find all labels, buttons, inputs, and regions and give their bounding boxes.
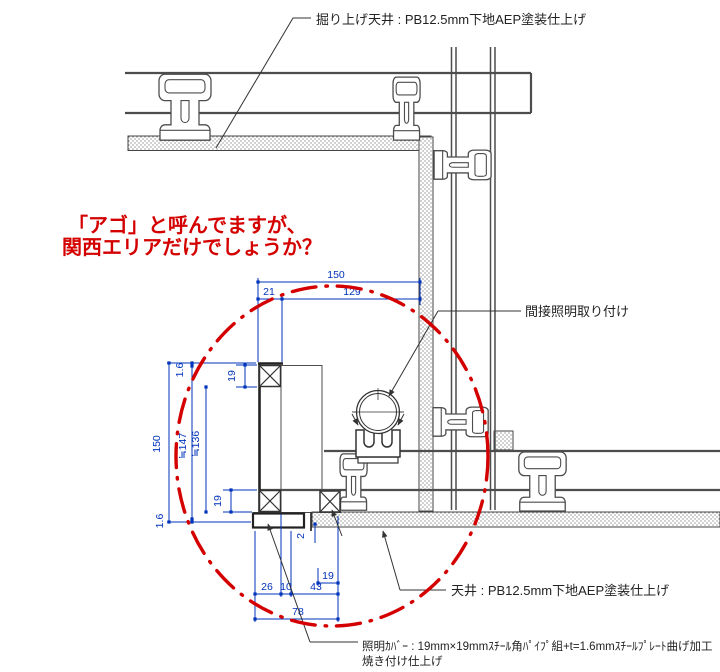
- dim-top-total: 150: [327, 269, 345, 281]
- lower-ceiling-board: [311, 511, 720, 528]
- furring-section: [493, 430, 514, 451]
- leader-ceiling-arrow: [382, 530, 401, 591]
- red-highlight-circle: [174, 284, 490, 628]
- dimensions: 150 21 129 150 1.6 ≒147 1.6 19 ≒136 19 1…: [151, 269, 422, 622]
- dim-bottom-total: 78: [292, 606, 304, 618]
- label-light-cover-1: 照明ｶﾊﾞｰ : 19mm×19mmｽﾁｰﾙ角ﾊﾟｲﾌﾟ組+t=1.6mmｽﾁｰ…: [362, 640, 712, 653]
- spring-clip-arrow: [351, 413, 359, 426]
- label-hoisted-ceiling: 掘り上げ天井 : PB12.5mm下地AEP塗装仕上げ: [316, 12, 586, 27]
- dim-bottom-19: 19: [322, 570, 334, 582]
- dim-left-total: 150: [151, 435, 163, 453]
- gypsum-boards: [127, 135, 720, 528]
- dim-bottom-26: 26: [261, 581, 273, 593]
- pipe-section-x: [319, 490, 341, 513]
- leader-pipe-arrow: [331, 509, 343, 537]
- lamp-socket-bracket: [355, 429, 401, 464]
- dim-bottom-10: 10: [280, 581, 292, 593]
- steel-pipe-sections: [258, 364, 341, 513]
- note-line2: 関西エリアだけでしょうか？: [62, 236, 322, 259]
- lamp-crosshair: [352, 390, 404, 413]
- light-fixture: [351, 388, 405, 464]
- dimension-texts: 150 21 129 150 1.6 ≒147 1.6 19 ≒136 19 1…: [151, 269, 361, 618]
- dim-left-plate-bottom: 1.6: [154, 514, 166, 529]
- dimension-lines: [167, 278, 421, 622]
- cove-bottom-lip: [251, 512, 306, 529]
- dim-top-21: 21: [263, 286, 275, 298]
- spring-clip-arrow: [397, 413, 405, 426]
- wall-studs: [450, 47, 496, 510]
- pipe-section-x: [259, 490, 281, 512]
- dim-bottom-43: 43: [310, 581, 322, 593]
- leader-hoisted-ceiling: [215, 17, 311, 149]
- dim-left-plate-top: 1.6: [174, 363, 186, 378]
- label-ceiling: 天井 : PB12.5mm下地AEP塗装仕上げ: [451, 583, 669, 598]
- dim-left-136: ≒136: [190, 431, 202, 457]
- dim-bottom-gap: 2: [295, 533, 307, 539]
- label-light-cover-2: 焼き付け仕上げ: [362, 655, 443, 668]
- label-indirect-lighting: 間接照明取り付け: [525, 304, 629, 319]
- dim-left-147: ≒147: [177, 433, 189, 459]
- dim-left-pipe-bottom: 19: [212, 495, 224, 507]
- bracket-body: [355, 429, 401, 458]
- annotation-labels: 掘り上げ天井 : PB12.5mm下地AEP塗装仕上げ 間接照明取り付け 天井 …: [316, 12, 712, 668]
- red-note: 「アゴ」と呼んでますが、 関西エリアだけでしょうか？: [62, 213, 322, 259]
- cove-structure: [251, 362, 341, 531]
- bracket-base: [357, 456, 399, 464]
- dim-left-pipe-top: 19: [226, 370, 238, 382]
- wall-board-strip: [418, 136, 434, 512]
- pipe-section-x: [259, 365, 281, 387]
- note-line1: 「アゴ」と呼んでますが、: [68, 213, 307, 237]
